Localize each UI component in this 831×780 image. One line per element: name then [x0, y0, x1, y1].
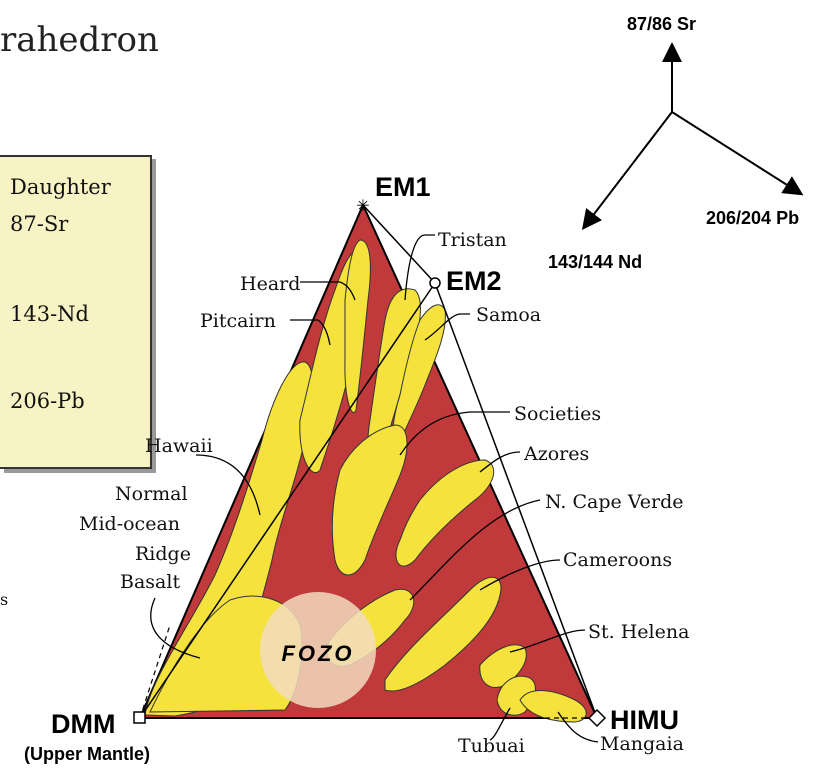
sr-axis-label: 87/86 Sr	[627, 14, 696, 34]
label-st-helena: St. Helena	[588, 621, 689, 643]
leader-cameroons	[479, 559, 561, 591]
em1-label: EM1	[375, 172, 431, 202]
leader-societies	[399, 411, 510, 456]
label-cameroons: Cameroons	[563, 549, 672, 571]
label-mangaia: Mangaia	[600, 733, 684, 755]
label-societies: Societies	[514, 403, 601, 425]
field-mangaia	[519, 690, 587, 723]
fozo-region	[260, 592, 376, 708]
dmm-dashed-line	[139, 624, 171, 719]
label-pitcairn: Pitcairn	[200, 310, 276, 332]
legend-header: Daughter	[10, 175, 111, 199]
leader-tristan	[404, 234, 435, 301]
label-tubuai: Tubuai	[458, 735, 525, 757]
label-azores: Azores	[523, 443, 589, 465]
label-morb-line3: Ridge	[135, 543, 191, 565]
legend-row-nd: 143-Nd	[10, 302, 89, 326]
nd-axis-label: 143/144 Nd	[548, 252, 642, 272]
leader-hawaii	[195, 454, 261, 516]
dmm-label: DMM	[51, 709, 115, 739]
legend-row-sr: 87-Sr	[10, 212, 69, 236]
label-morb-line1: Normal	[115, 483, 188, 505]
label-samoa: Samoa	[476, 304, 541, 326]
leader-cape-verde	[409, 499, 541, 601]
field-cameroons	[384, 576, 502, 692]
field-societies	[331, 424, 408, 576]
field-azores	[395, 459, 495, 567]
cut-off-text: s	[0, 590, 9, 609]
label-tristan: Tristan	[438, 229, 507, 251]
label-cape-verde: N. Cape Verde	[545, 491, 684, 513]
label-hawaii: Hawaii	[145, 435, 213, 457]
leader-lines	[150, 234, 599, 743]
leader-heard	[300, 281, 356, 301]
pb-axis-arrow	[671, 111, 804, 196]
himu-label: HIMU	[610, 705, 679, 735]
em1-em2-line	[362, 204, 436, 284]
label-morb-line2: Mid-ocean	[79, 513, 180, 535]
leader-azores	[479, 451, 521, 473]
fozo-label: FOZO	[281, 641, 354, 666]
leader-mangaia	[557, 711, 599, 743]
leader-samoa	[424, 313, 470, 341]
label-morb-line4: Basalt	[120, 571, 180, 593]
himu-marker	[587, 708, 607, 728]
isotope-axes: 87/86 Sr 143/144 Nd 206/204 Pb	[548, 14, 804, 272]
leader-morb	[150, 597, 201, 659]
em1-marker: ✳	[356, 198, 369, 215]
pb-axis-label: 206/204 Pb	[706, 208, 799, 228]
label-heard: Heard	[240, 273, 300, 295]
page-title: rahedron	[0, 20, 159, 60]
leader-tubuai	[489, 707, 511, 741]
em2-marker	[429, 277, 441, 289]
dmm-em2-line	[139, 282, 436, 719]
daughter-legend-box: Daughter 87-Sr 143-Nd 206-Pb	[0, 155, 152, 469]
em2-himu-line	[434, 282, 598, 719]
dmm-sublabel: (Upper Mantle)	[24, 744, 150, 764]
island-fields	[144, 239, 587, 723]
field-heard	[344, 239, 371, 413]
dmm-marker	[133, 711, 146, 724]
legend-row-pb: 206-Pb	[10, 389, 85, 413]
em2-label: EM2	[446, 266, 502, 296]
nd-axis-arrow	[581, 111, 673, 230]
leader-st-helena	[509, 629, 586, 653]
leader-pitcairn	[290, 319, 331, 346]
